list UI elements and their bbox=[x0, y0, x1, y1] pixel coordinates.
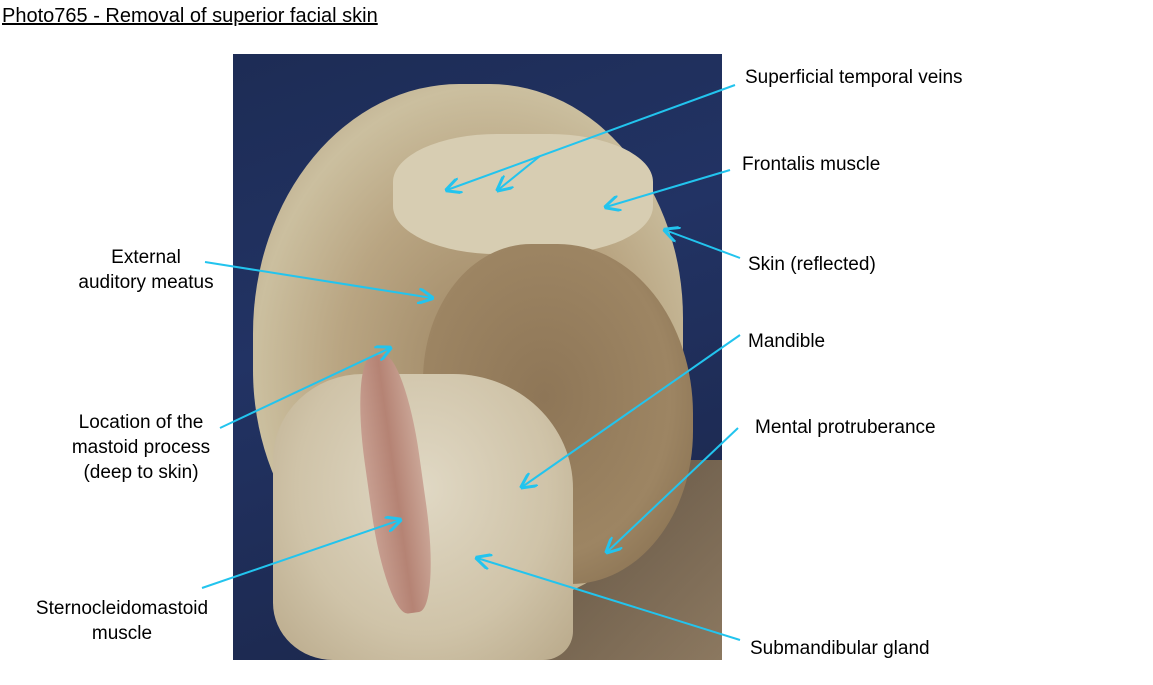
label-mental-protuberance: Mental protruberance bbox=[755, 417, 936, 438]
label-sternocleidomastoid: Sternocleidomastoid muscle bbox=[17, 596, 227, 646]
label-external-auditory-meatus: External auditory meatus bbox=[62, 245, 230, 295]
label-mastoid-process: Location of the mastoid process (deep to… bbox=[56, 410, 226, 485]
label-mandible: Mandible bbox=[748, 331, 826, 352]
label-line: mastoid process bbox=[71, 437, 211, 458]
label-superficial-temporal-veins: Superficial temporal veins bbox=[745, 67, 963, 88]
page-title: Photo765 - Removal of superior facial sk… bbox=[2, 5, 378, 27]
leader-superficial-temporal-veins-a bbox=[447, 84, 736, 190]
label-line: auditory meatus bbox=[78, 272, 214, 293]
label-skin-reflected: Skin (reflected) bbox=[748, 254, 876, 275]
leader-mastoid bbox=[219, 348, 390, 429]
scalp-region bbox=[393, 134, 653, 254]
leader-mandible bbox=[522, 334, 741, 487]
label-line: (deep to skin) bbox=[83, 462, 199, 483]
leader-superficial-temporal-veins-b bbox=[498, 155, 541, 190]
label-line: muscle bbox=[91, 623, 153, 644]
label-line: Location of the bbox=[78, 412, 204, 433]
leader-frontalis bbox=[606, 169, 731, 207]
label-line: External bbox=[111, 247, 181, 268]
leader-submandibular-gland bbox=[477, 558, 741, 641]
label-line: Sternocleidomastoid bbox=[35, 598, 209, 619]
leader-external-auditory-meatus bbox=[204, 261, 432, 298]
dissection-photo bbox=[233, 54, 722, 660]
leader-mental-protuberance bbox=[607, 427, 739, 552]
leader-sternocleidomastoid bbox=[201, 520, 400, 589]
leader-skin-reflected bbox=[665, 230, 741, 259]
label-frontalis-muscle: Frontalis muscle bbox=[742, 154, 881, 175]
label-submandibular-gland: Submandibular gland bbox=[750, 638, 930, 659]
